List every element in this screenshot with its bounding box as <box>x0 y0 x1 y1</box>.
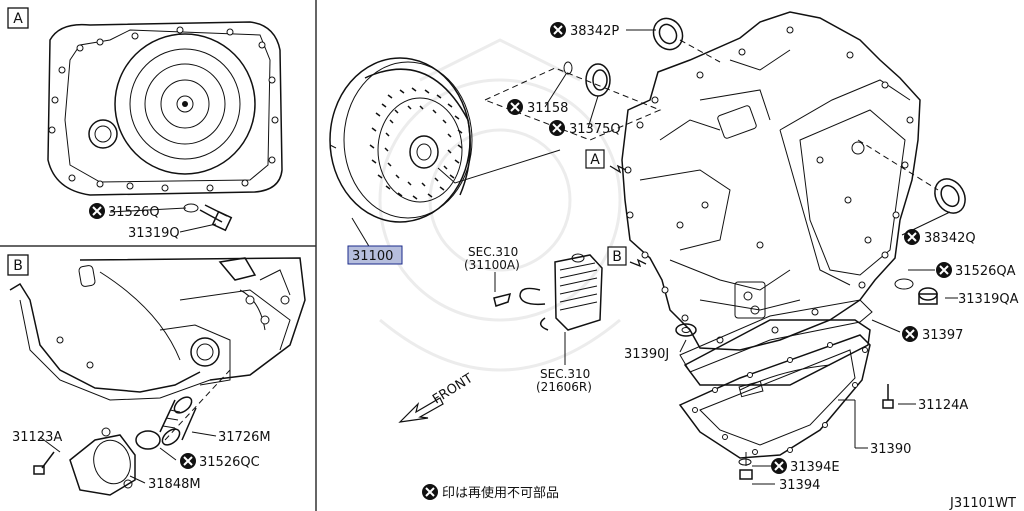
section-a-box <box>7 7 29 29</box>
filter-31726m-drawing <box>159 396 197 446</box>
section-b-label: B <box>13 258 23 274</box>
bolt-31124a-drawing <box>882 384 894 409</box>
cooler-bolt-drawing <box>493 292 512 307</box>
washer-31526qa-drawing <box>894 278 914 290</box>
o-ring-31526qc-drawing <box>135 430 161 450</box>
non-reusable-icon <box>549 21 567 39</box>
torque-converter-drawing <box>329 57 473 223</box>
front-arrow-icon <box>398 397 444 423</box>
transaxle-case-drawing <box>621 11 921 351</box>
non-reusable-icon <box>935 261 953 279</box>
non-reusable-icon <box>770 457 788 475</box>
seal-38342p-drawing <box>652 17 684 51</box>
legend-text: 印は再使用不可部品 <box>442 485 559 501</box>
sec-310-b-line1: SEC.310 <box>540 367 590 381</box>
sec-310-a-line1: SEC.310 <box>468 245 518 259</box>
pan-gasket-31397-drawing <box>679 299 873 373</box>
inset-a: A <box>7 7 283 241</box>
converter-housing-drawing <box>47 21 283 196</box>
diagram-code: J31101WT <box>949 496 1016 511</box>
non-reusable-legend-icon <box>421 483 439 501</box>
non-reusable-icon <box>506 98 524 116</box>
oil-pan-31390-drawing <box>678 319 871 459</box>
non-reusable-icon <box>901 325 919 343</box>
magnet-31390j-drawing <box>675 323 697 337</box>
ref-a-box <box>585 149 605 169</box>
seal-31375q-drawing <box>585 63 611 97</box>
part-31100-highlight <box>347 245 403 265</box>
oil-cooler-drawing <box>519 253 603 331</box>
part-label-38342p: 38342P <box>570 24 619 39</box>
non-reusable-icon <box>548 119 566 137</box>
part-label-38342q: 38342Q <box>924 231 976 246</box>
part-label-31123a: 31123A <box>12 430 62 445</box>
part-label-31100: 31100 <box>352 249 393 264</box>
part-label-31848m: 31848M <box>148 477 201 492</box>
ref-b-label: B <box>612 249 622 265</box>
transaxle-side-drawing <box>9 257 306 401</box>
part-label-31526qc: 31526QC <box>199 455 260 470</box>
ref-b-arrow-icon <box>629 258 647 268</box>
section-b-box <box>7 254 29 276</box>
part-label-31319qa: 31319QA <box>958 292 1019 307</box>
seal-31158-drawing <box>563 61 573 75</box>
part-label-31394: 31394 <box>779 478 820 493</box>
inset-b: B <box>7 254 306 496</box>
non-reusable-icon <box>179 452 197 470</box>
part-label-31390j: 31390J <box>624 347 669 362</box>
plug-31319qa-drawing <box>918 287 938 305</box>
sec-310-a-line2: (31100A) <box>464 258 520 272</box>
sec-310-b-line2: (21606R) <box>536 380 592 394</box>
non-reusable-icon <box>88 202 106 220</box>
section-a-label: A <box>13 11 23 27</box>
drain-plug-31394-drawing <box>738 452 753 480</box>
part-label-31158: 31158 <box>527 101 568 116</box>
part-label-31124a: 31124A <box>918 398 968 413</box>
bolt-31123a-drawing <box>33 451 55 475</box>
converter-connector-line <box>437 149 561 184</box>
ref-b-box <box>607 246 627 266</box>
part-label-31526qa: 31526QA <box>955 264 1016 279</box>
main-diagram: A B FRONT 31100 38342P 31158 31375Q SEC.… <box>329 11 1019 493</box>
filter-cover-31848m-drawing <box>69 427 136 496</box>
part-label-31397: 31397 <box>922 328 963 343</box>
part-label-31526q: 31526Q <box>108 205 160 220</box>
seal-38342q-drawing <box>934 178 966 214</box>
part-label-31394e: 31394E <box>790 460 840 475</box>
part-label-31726m: 31726M <box>218 430 271 445</box>
non-reusable-icon <box>903 228 921 246</box>
front-label: FRONT <box>430 371 476 407</box>
part-label-31319q: 31319Q <box>128 226 180 241</box>
watermark <box>378 38 622 372</box>
part-label-31390: 31390 <box>870 442 911 457</box>
part-label-31375q: 31375Q <box>569 122 621 137</box>
ref-a-label: A <box>590 152 600 168</box>
ref-a-arrow-icon <box>609 164 627 174</box>
